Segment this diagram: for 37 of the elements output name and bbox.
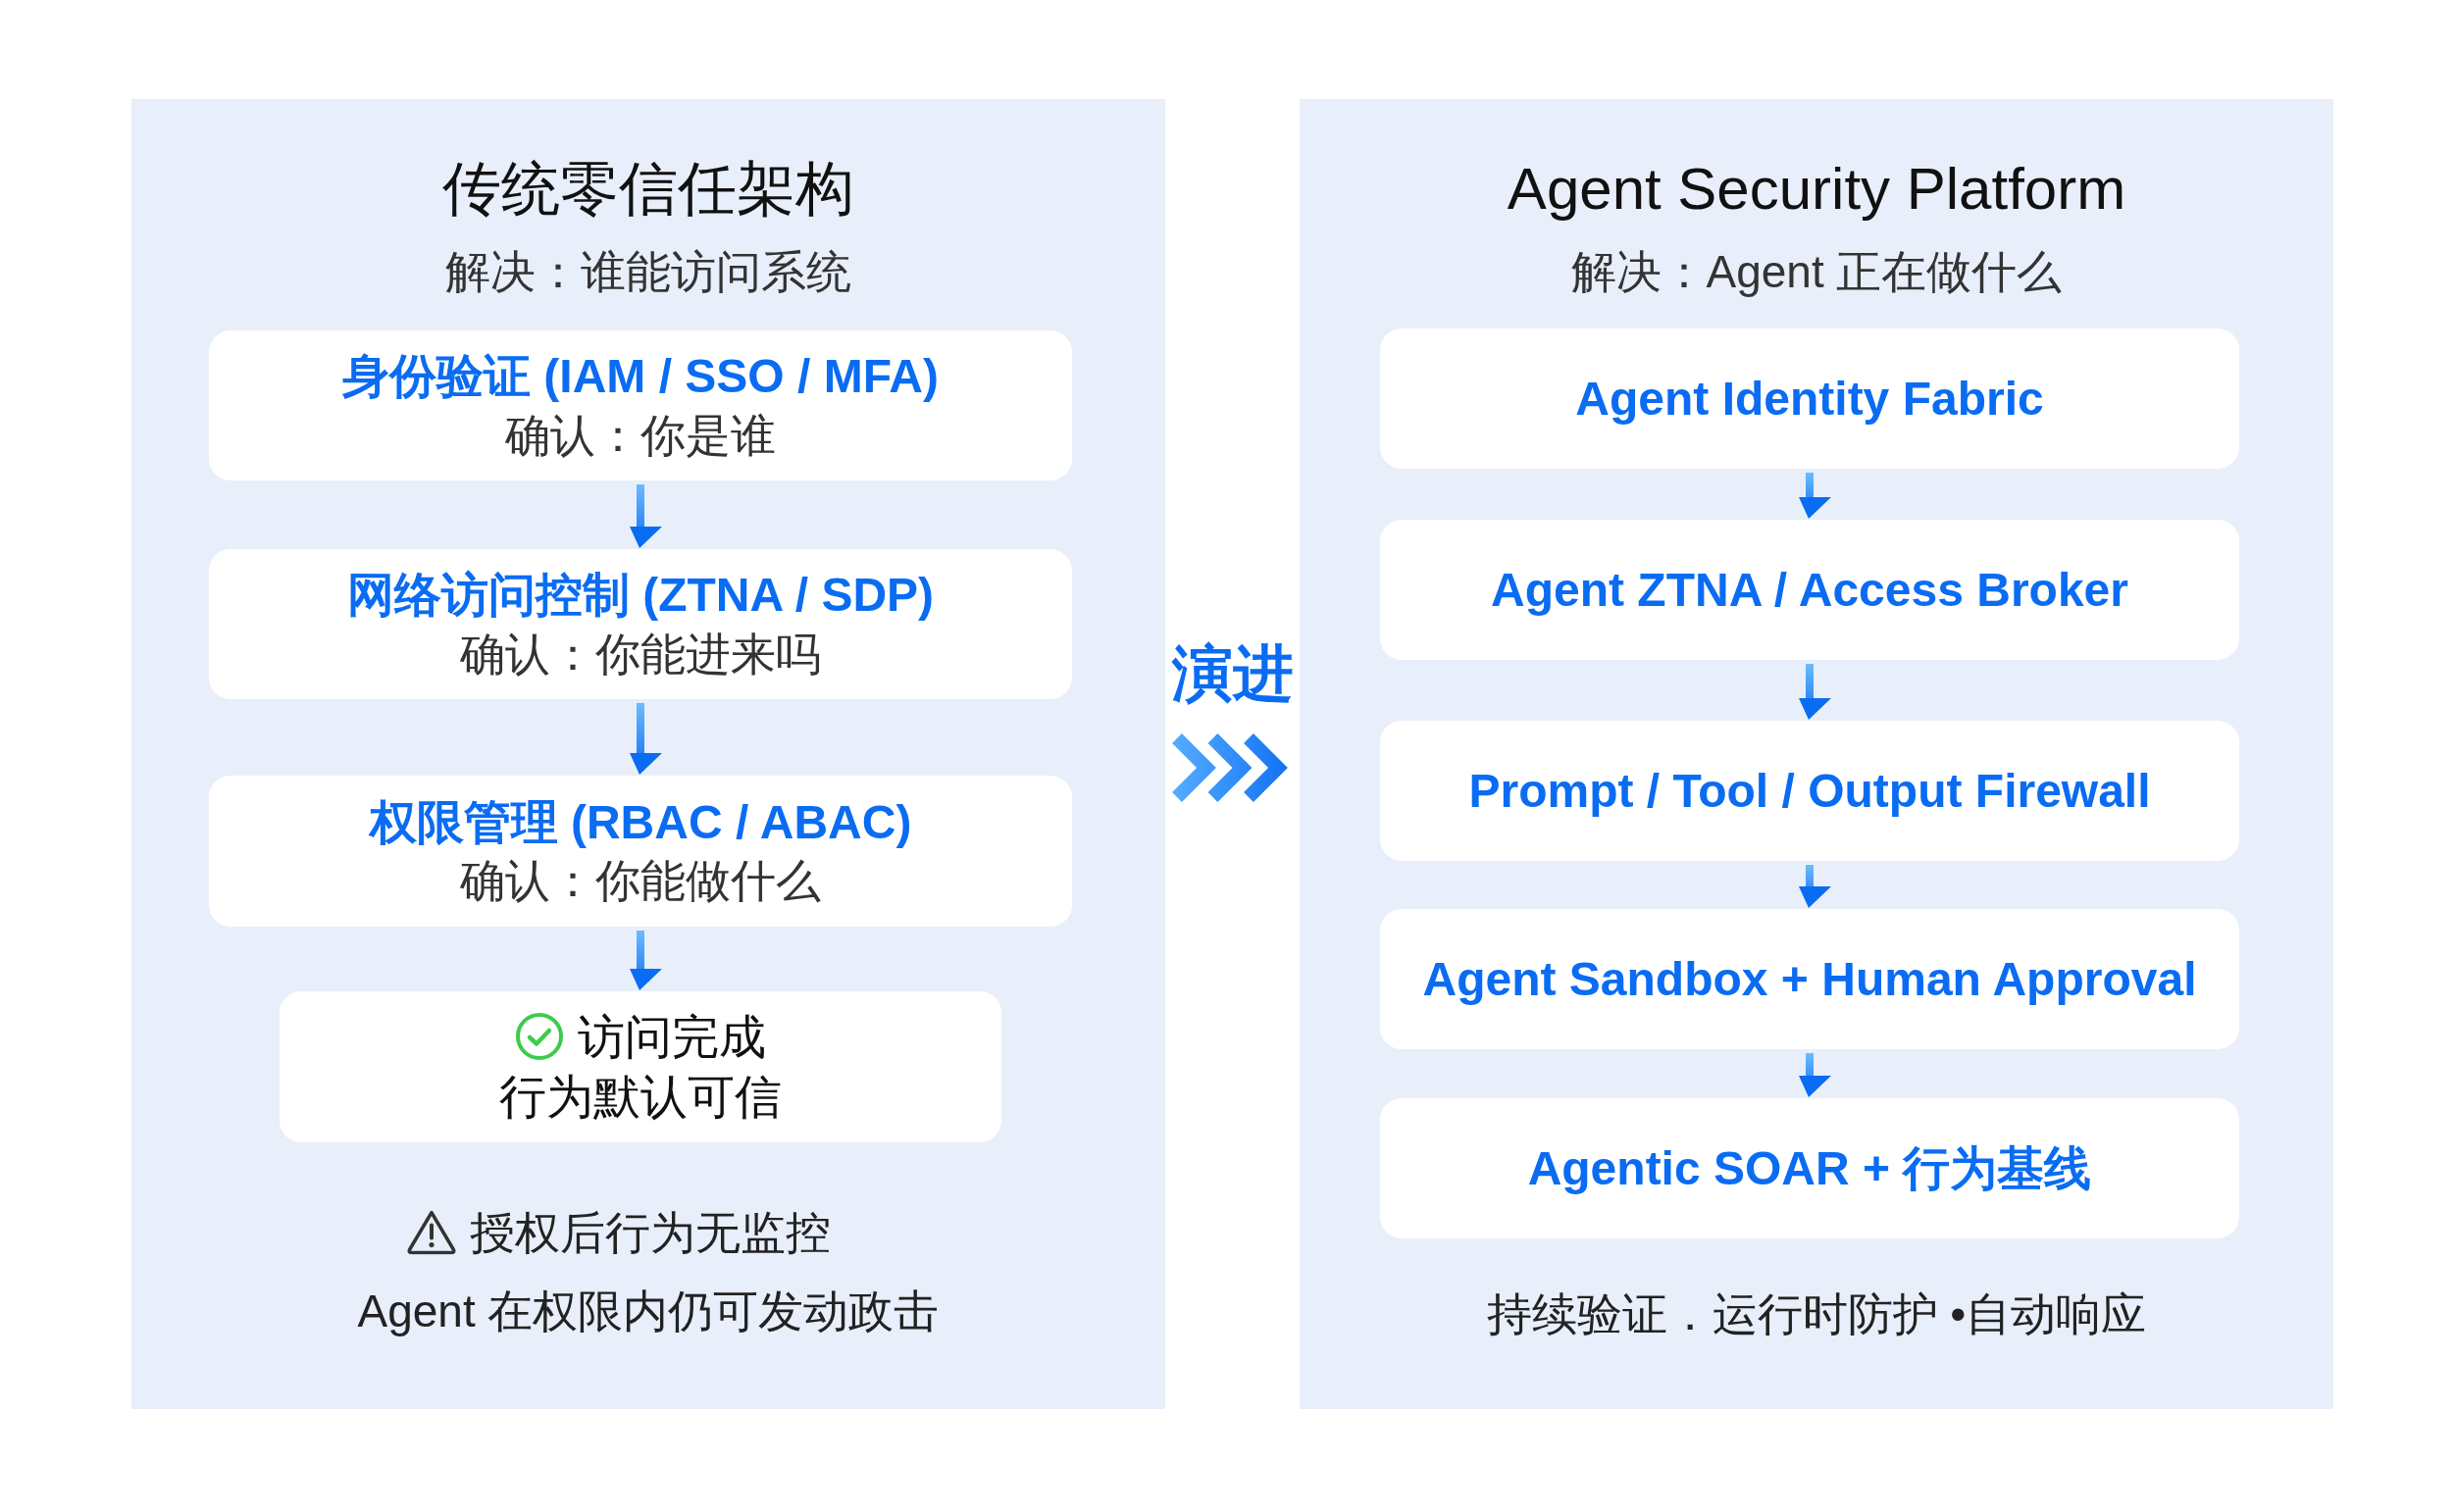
box-heading: Agent ZTNA / Access Broker (1491, 562, 2128, 618)
note-text: 持续验证．运行时防护 •自动响应 (1486, 1286, 2147, 1341)
box-heading: Agentic SOAR + 行为基线 (1527, 1140, 2092, 1196)
process-box (1380, 1098, 2239, 1238)
box-heading: Agent Sandbox + Human Approval (1422, 951, 2197, 1007)
box-heading: Prompt / Tool / Output Firewall (1468, 763, 2151, 819)
process-box (280, 991, 1001, 1142)
box-subtext: 确认：你能做什么 (460, 854, 821, 909)
box-heading: 权限管理 (RBAC / ABAC) (369, 794, 912, 850)
box-heading: 身份验证 (IAM / SSO / MFA) (342, 349, 939, 405)
note-text: 授权后行为无监控 (470, 1205, 831, 1260)
panel-subtitle: 解决：Agent 正在做什么 (1570, 244, 2063, 299)
panel-subtitle: 解决：谁能访问系统 (445, 244, 851, 299)
arrow (630, 931, 662, 990)
box-subtext: 确认：你能进来吗 (460, 627, 821, 681)
arrow (1799, 664, 1831, 720)
box-heading: Agent Identity Fabric (1575, 371, 2044, 427)
section-panel (1300, 99, 2333, 1409)
process-box (1380, 520, 2239, 660)
arrow (1799, 1053, 1831, 1097)
box-subtext: 确认：你是谁 (505, 408, 776, 463)
panel-title: 传统零信任架构 (442, 154, 854, 224)
process-box (209, 776, 1072, 927)
arrow (1799, 473, 1831, 519)
chevron-arrow (1170, 731, 1288, 804)
process-box (1380, 909, 2239, 1049)
note-text: Agent 在权限内仍可发动政击 (357, 1284, 940, 1338)
process-box (1380, 721, 2239, 861)
panel-title: Agent Security Platform (1507, 154, 2126, 224)
section-panel (131, 99, 1165, 1409)
box-text: 行为默认可信 (499, 1070, 782, 1125)
process-box (209, 549, 1072, 699)
arrow (630, 703, 662, 775)
box-heading: 网络访问控制 (ZTNA / SDP) (346, 568, 935, 624)
arrow (1799, 865, 1831, 908)
arrow (630, 484, 662, 548)
box-text: 访问完成 (578, 1009, 766, 1065)
